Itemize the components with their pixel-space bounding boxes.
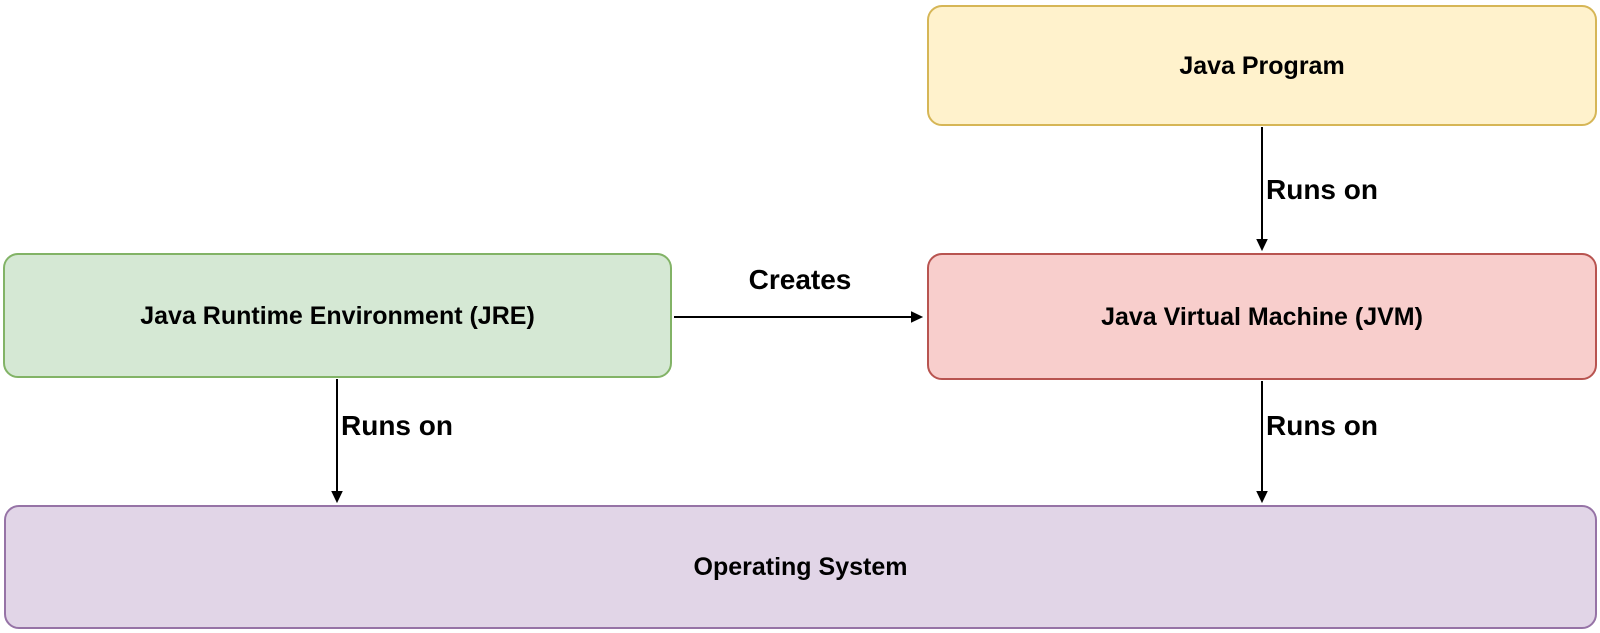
node-os-label: Operating System <box>693 553 908 581</box>
edge-label-runs-on-jvm-os[interactable]: Runs on <box>1266 410 1378 442</box>
node-jre-label: Java Runtime Environment (JRE) <box>140 301 535 330</box>
node-jre[interactable]: Java Runtime Environment (JRE) <box>3 253 672 378</box>
node-java-program-label: Java Program <box>1179 51 1345 80</box>
edge-label-creates-jre-jvm[interactable]: Creates <box>748 264 852 296</box>
node-jvm-label: Java Virtual Machine (JVM) <box>1101 302 1423 331</box>
edge-label-runs-on-javaprogram-jvm[interactable]: Runs on <box>1266 174 1378 206</box>
node-os[interactable]: Operating System <box>4 505 1597 629</box>
edge-label-runs-on-jre-os[interactable]: Runs on <box>341 410 453 442</box>
node-java-program[interactable]: Java Program <box>927 5 1597 126</box>
node-jvm[interactable]: Java Virtual Machine (JVM) <box>927 253 1597 380</box>
